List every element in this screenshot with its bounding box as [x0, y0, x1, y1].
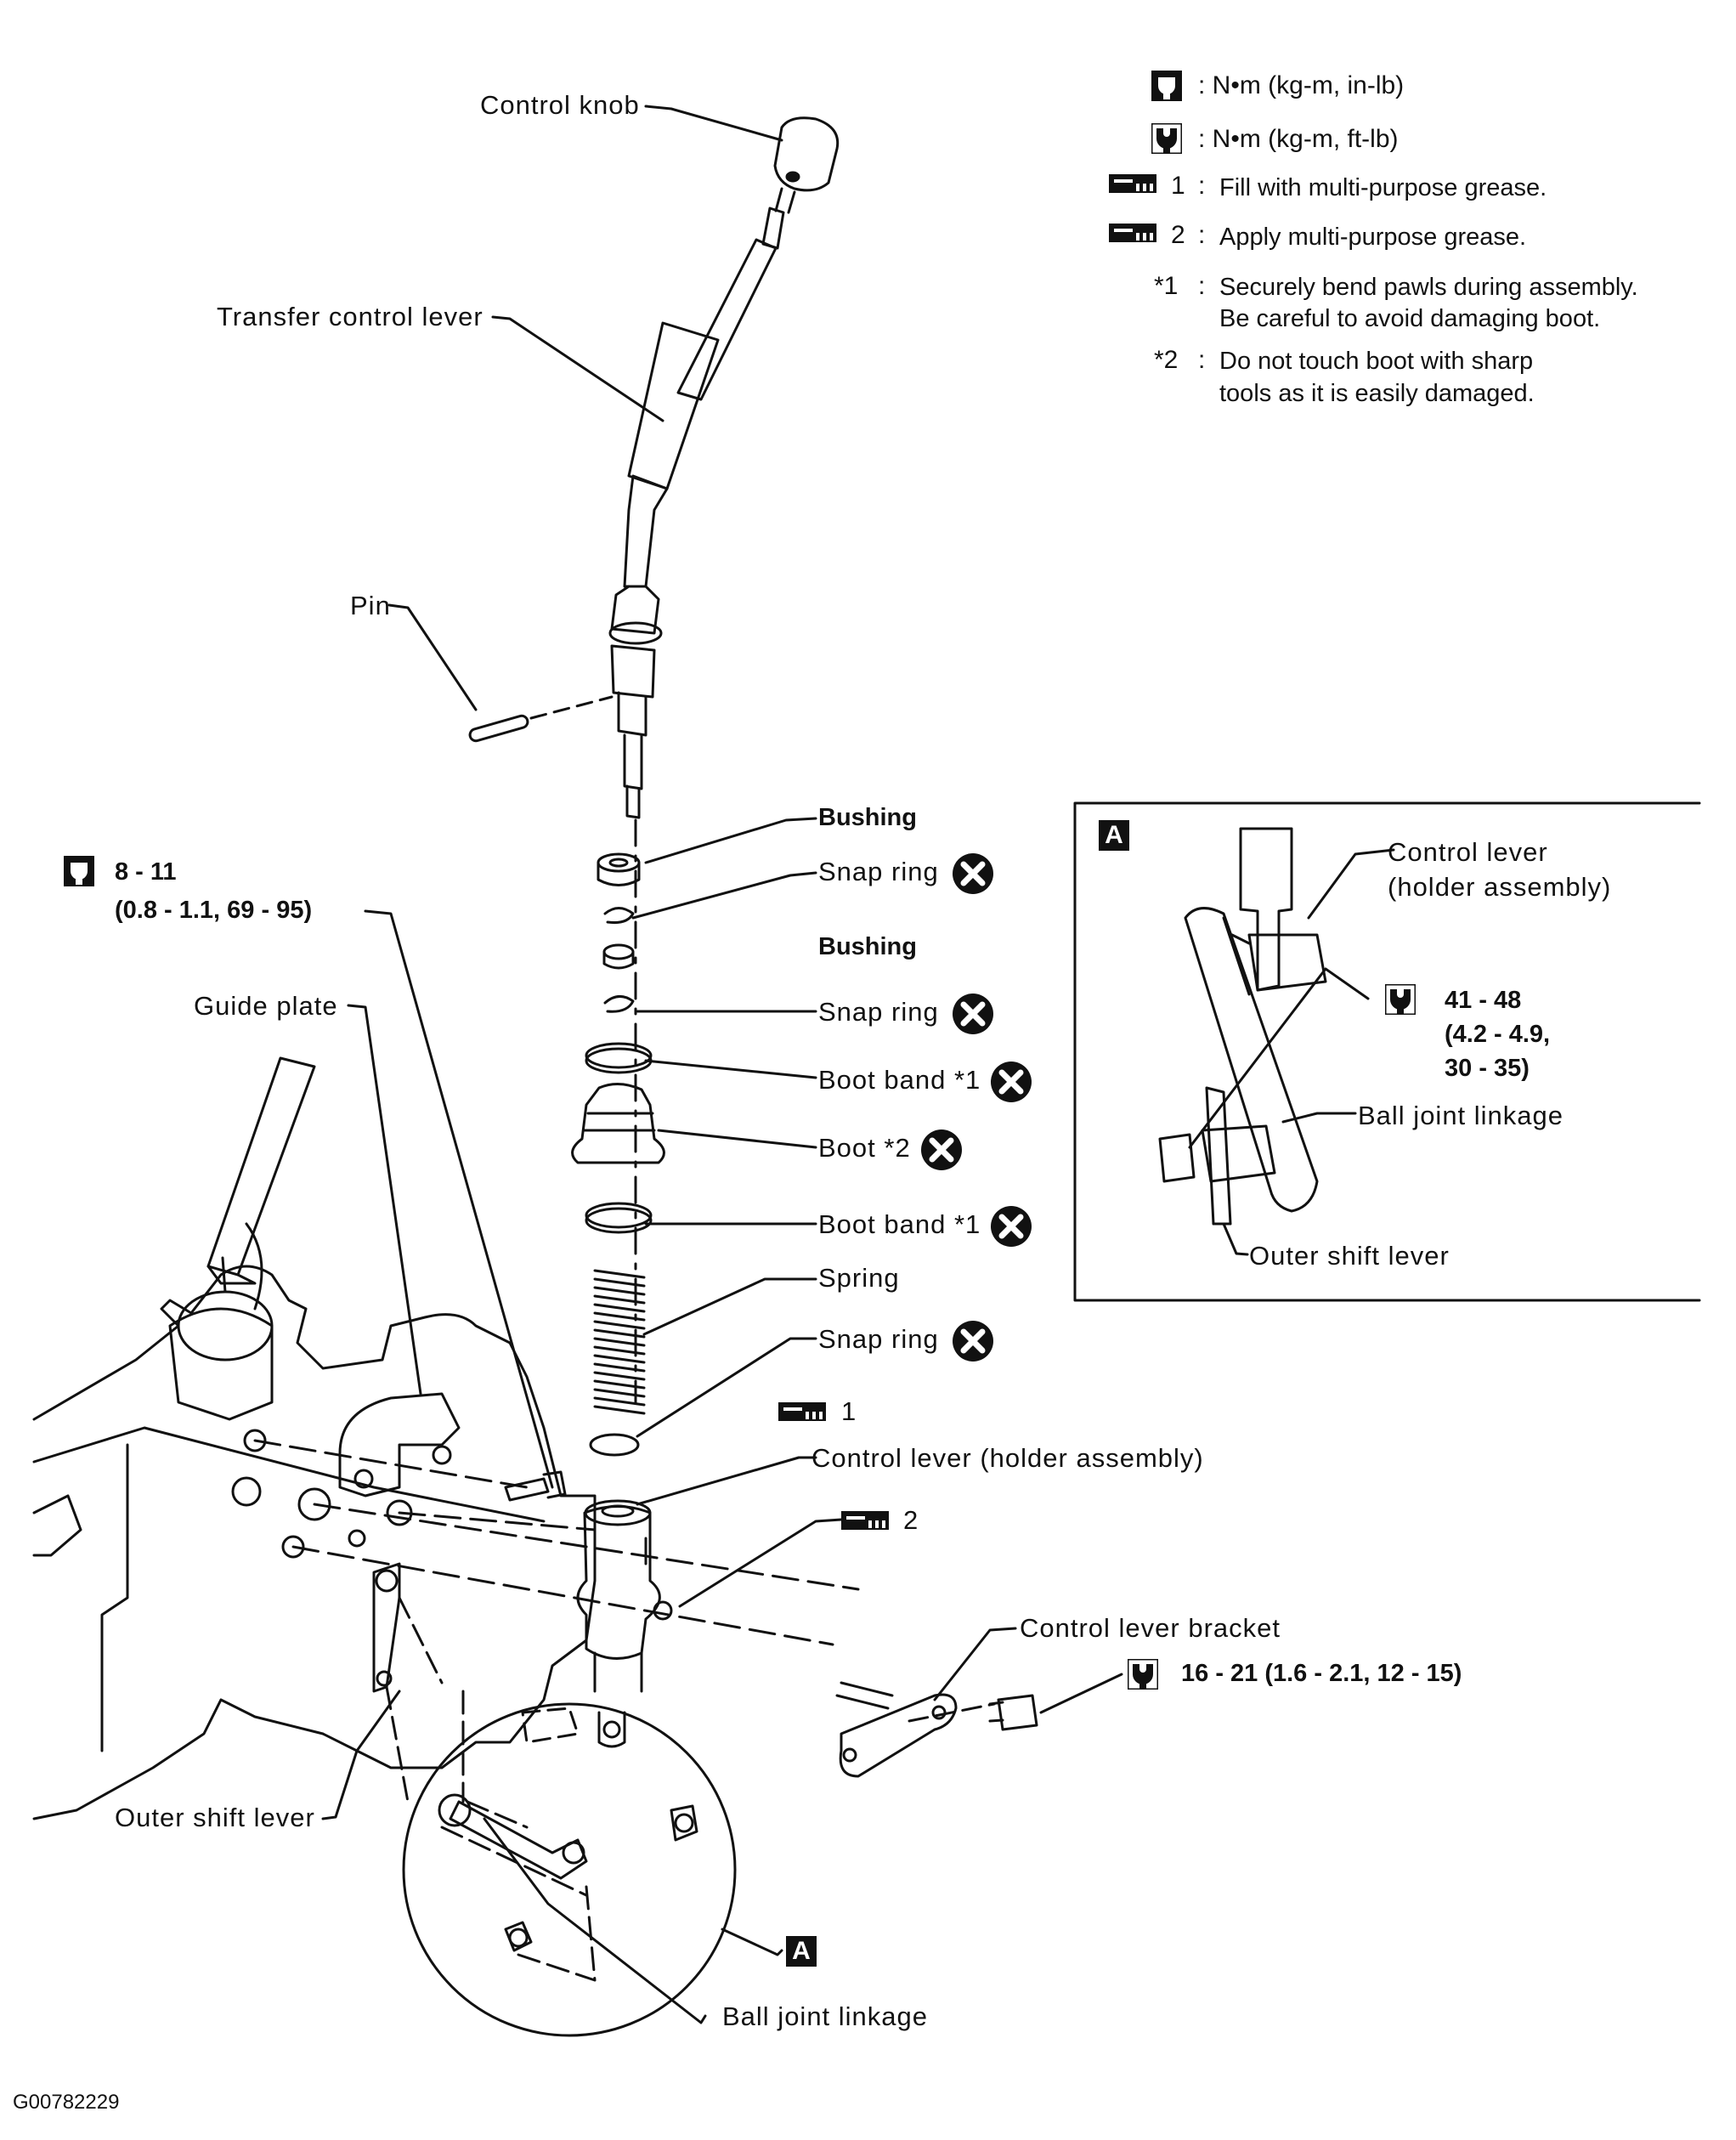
label-snap-ring-3: Snap ring: [818, 1324, 939, 1354]
control-knob-part: [773, 116, 840, 192]
legend-note1-line1: Securely bend pawls during assembly.: [1219, 274, 1638, 301]
bushing-1-part: [597, 852, 641, 873]
outer-shift-lever-part: [372, 1562, 401, 1693]
label-snap-ring-2: Snap ring: [818, 997, 939, 1027]
detail-torque-line3: 30 - 35): [1445, 1055, 1530, 1082]
label-control-lever-holder: Control lever (holder assembly): [811, 1443, 1204, 1473]
label-control-knob: Control knob: [480, 90, 640, 120]
label-spring: Spring: [818, 1263, 900, 1293]
legend-note1-line2: Be careful to avoid damaging boot.: [1219, 305, 1601, 332]
legend-note1-sep: :: [1198, 272, 1206, 300]
legend-note2-line2: tools as it is easily damaged.: [1219, 380, 1535, 407]
snap-ring-1-part: [603, 907, 635, 924]
grease-icon: [1109, 224, 1156, 242]
label-snap-ring-1: Snap ring: [818, 857, 939, 886]
discard-x-icon: [953, 1321, 993, 1362]
label-boot-band-1: Boot band *1: [818, 1065, 981, 1095]
guide-plate-part: [338, 1392, 461, 1497]
legend-grease1-num: 1: [1171, 172, 1185, 200]
label-pin: Pin: [350, 591, 391, 620]
discard-x-icon: [991, 1062, 1032, 1102]
grease-icon: [841, 1511, 889, 1530]
detail-label-control-lever-2: (holder assembly): [1388, 872, 1612, 902]
label-boot-band-2: Boot band *1: [818, 1209, 981, 1239]
control-lever-bracket-part: [839, 1693, 958, 1778]
legend-grease2-text: Apply multi-purpose grease.: [1219, 224, 1527, 251]
transmission-case: [32, 1265, 597, 1820]
label-ball-joint-linkage: Ball joint linkage: [722, 2001, 929, 2031]
grease-icon: [1109, 174, 1156, 193]
detail-label-outer-shift-lever: Outer shift lever: [1249, 1241, 1450, 1271]
detail-box-marker: A: [1099, 820, 1129, 851]
detail-torque-line2: (4.2 - 4.9,: [1445, 1021, 1551, 1048]
figure-id: G00782229: [13, 2091, 120, 2114]
detail-label-control-lever-1: Control lever: [1388, 837, 1548, 867]
label-bushing-2: Bushing: [818, 933, 917, 960]
transfer-lever-shaft: [676, 238, 778, 401]
legend-grease2-sep: :: [1198, 221, 1206, 249]
detail-torque-line1: 41 - 48: [1445, 987, 1522, 1014]
torque-ftlb-icon: [1385, 984, 1416, 1015]
label-boot: Boot *2: [818, 1133, 911, 1163]
legend-torque-ftlb: : N•m (kg-m, ft-lb): [1198, 125, 1399, 153]
label-bushing-1: Bushing: [818, 804, 917, 831]
detail-label-ball-joint-linkage: Ball joint linkage: [1358, 1101, 1564, 1130]
label-torque-guide-line2: (0.8 - 1.1, 69 - 95): [115, 897, 313, 924]
discard-x-icon: [991, 1206, 1032, 1247]
label-torque-bracket: 16 - 21 (1.6 - 2.1, 12 - 15): [1181, 1660, 1462, 1687]
label-guide-plate: Guide plate: [194, 991, 338, 1021]
legend-grease1-text: Fill with multi-purpose grease.: [1219, 174, 1547, 201]
label-torque-guide-line1: 8 - 11: [115, 858, 177, 886]
grease-icon: [778, 1402, 826, 1421]
detail-a-circle: [402, 1702, 737, 2037]
torque-ftlb-icon: [1151, 123, 1182, 154]
legend-grease2-num: 2: [1171, 221, 1185, 249]
legend-grease1-sep: :: [1198, 172, 1206, 200]
legend-note2-key: *2: [1154, 346, 1179, 374]
legend-torque-inlb: : N•m (kg-m, in-lb): [1198, 71, 1405, 99]
legend-note2-sep: :: [1198, 346, 1206, 374]
pin-part: [468, 714, 529, 743]
torque-inlb-icon: [64, 856, 94, 886]
discard-x-icon: [921, 1129, 962, 1170]
torque-inlb-icon: [1151, 71, 1182, 101]
label-grease-ref-1: 1: [841, 1396, 857, 1426]
detail-a-marker: A: [786, 1936, 817, 1967]
legend-note2-line1: Do not touch boot with sharp: [1219, 348, 1534, 375]
detail-a-frame: [1073, 801, 1701, 1302]
label-grease-ref-2: 2: [903, 1505, 919, 1535]
torque-ftlb-icon: [1128, 1659, 1158, 1690]
label-control-lever-bracket: Control lever bracket: [1020, 1613, 1281, 1643]
boot-part: [571, 1083, 665, 1164]
discard-x-icon: [953, 994, 993, 1034]
legend-note1-key: *1: [1154, 272, 1179, 300]
discard-x-icon: [953, 853, 993, 894]
label-outer-shift-lever: Outer shift lever: [115, 1803, 315, 1832]
spring-part: [593, 1269, 646, 1415]
label-transfer-control-lever: Transfer control lever: [217, 302, 483, 331]
